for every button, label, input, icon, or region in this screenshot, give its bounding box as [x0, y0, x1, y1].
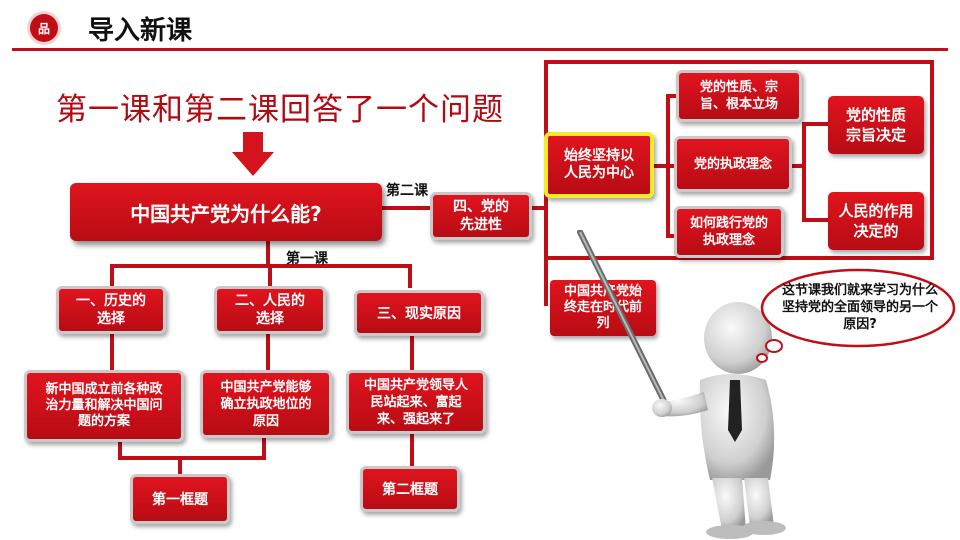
- header-logo: 品: [30, 14, 58, 42]
- connector: [530, 206, 544, 210]
- decides-label: 党的性质宗旨决定: [845, 106, 906, 144]
- branch-history-box: 一、历史的选择: [56, 286, 166, 334]
- connector: [266, 240, 270, 266]
- page-title: 导入新课: [88, 16, 193, 46]
- connector: [802, 122, 828, 126]
- branch-detail: 中国共产党能够确立执政地位的原因: [220, 379, 312, 429]
- advanced-node: 四、党的先进性: [453, 199, 509, 233]
- speech-bubble-text: 这节课我们就来学习为什么坚持党的全面领导的另一个原因?: [781, 283, 938, 332]
- branch-people-box: 二、人民的选择: [214, 286, 326, 334]
- branch-reality-box: 三、现实原因: [354, 290, 484, 336]
- connector: [802, 218, 828, 222]
- connector: [544, 206, 548, 306]
- connector: [178, 456, 182, 476]
- connector: [790, 164, 804, 168]
- mid-item-label: 党的执政理念: [693, 156, 772, 172]
- connector: [666, 234, 678, 238]
- frame2-box: 第二框题: [360, 466, 460, 512]
- logo-glyph: 品: [37, 21, 50, 36]
- lesson2-label: 第二课: [386, 183, 428, 199]
- mid-item-practice: 如何践行党的执政理念: [674, 206, 784, 258]
- connector: [110, 334, 114, 370]
- speech-bubble-icon: [756, 268, 956, 363]
- always-people-box: 始终坚持以人民为中心: [544, 132, 654, 198]
- connector: [262, 436, 266, 458]
- frame2-label: 第二框题: [382, 482, 438, 498]
- center-question-box: 中国共产党为什么能?: [70, 183, 382, 241]
- teacher-figure-icon: [577, 230, 786, 539]
- decides-nature-box: 党的性质宗旨决定: [828, 96, 924, 154]
- mid-item-label: 党的性质、宗旨、根本立场: [699, 80, 778, 112]
- connector: [110, 264, 410, 268]
- branch-heading: 三、现实原因: [377, 306, 461, 322]
- connector: [382, 206, 434, 210]
- center-question: 中国共产党为什么能?: [130, 201, 322, 226]
- frame1-label: 第一框题: [152, 492, 208, 508]
- mid-item-nature: 党的性质、宗旨、根本立场: [676, 70, 802, 122]
- decides-people-box: 人民的作用决定的: [828, 192, 924, 250]
- always-people: 始终坚持以人民为中心: [564, 148, 634, 181]
- connector: [110, 264, 114, 288]
- branch-people-detail: 中国共产党能够确立执政地位的原因: [200, 370, 332, 438]
- connector: [652, 164, 670, 168]
- decides-label: 人民的作用决定的: [838, 202, 914, 240]
- lesson1-label: 第一课: [286, 251, 328, 267]
- mid-item-label: 如何践行党的执政理念: [689, 216, 768, 248]
- connector: [268, 264, 272, 288]
- connector: [666, 164, 678, 168]
- header-rule: [12, 48, 948, 51]
- advanced-node-box: 四、党的先进性: [430, 192, 532, 240]
- connector: [118, 456, 266, 460]
- mid-item-concept: 党的执政理念: [674, 136, 792, 192]
- connector: [408, 264, 412, 288]
- branch-history-detail: 新中国成立前各种政治力量和解决中国问题的方案: [24, 370, 184, 442]
- headline: 第一课和第二课回答了一个问题: [56, 92, 504, 128]
- branch-heading: 二、人民的选择: [235, 293, 305, 327]
- connector: [266, 332, 270, 372]
- branch-detail: 中国共产党领导人民站起来、富起来、强起来了: [363, 377, 468, 427]
- down-arrow-icon: [232, 132, 274, 176]
- connector: [410, 432, 414, 468]
- connector: [666, 94, 678, 98]
- connector: [118, 440, 122, 458]
- frame1-box: 第一框题: [130, 474, 230, 524]
- branch-reality-detail: 中国共产党领导人民站起来、富起来、强起来了: [346, 370, 486, 434]
- branch-detail: 新中国成立前各种政治力量和解决中国问题的方案: [45, 382, 163, 429]
- branch-heading: 一、历史的选择: [76, 293, 146, 327]
- connector: [410, 334, 414, 370]
- connector: [802, 122, 806, 222]
